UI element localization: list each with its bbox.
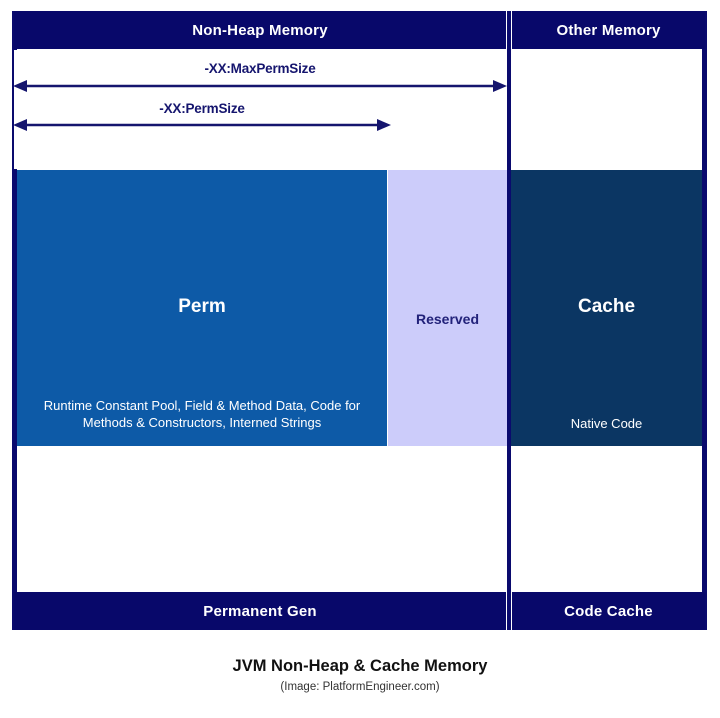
block-reserved-title: Reserved — [415, 311, 480, 327]
header-non-heap-memory: Non-Heap Memory — [14, 11, 506, 49]
header-non-heap-memory-label: Non-Heap Memory — [192, 21, 328, 39]
frame-left-rule — [12, 11, 17, 630]
block-reserved: Reserved — [388, 170, 507, 446]
block-cache-title: Cache — [577, 296, 636, 317]
footer-code-cache: Code Cache — [512, 592, 705, 630]
flag-permsize-arrow — [13, 119, 391, 131]
footer-code-cache-label: Code Cache — [564, 602, 653, 620]
flag-permsize-label: -XX:PermSize — [159, 101, 245, 116]
block-cache-subtitle: Native Code — [570, 416, 643, 431]
flag-maxpermsize-arrow — [13, 80, 507, 92]
block-perm-subtitle: Runtime Constant Pool, Field & Method Da… — [43, 398, 361, 430]
block-cache: Cache Native Code — [511, 170, 702, 446]
header-other-memory: Other Memory — [512, 11, 705, 49]
diagram-caption-credit: (Image: PlatformEngineer.com) — [280, 681, 440, 693]
footer-permanent-gen: Permanent Gen — [14, 592, 506, 630]
footer-permanent-gen-label: Permanent Gen — [203, 602, 317, 620]
flags-region: -XX:MaxPermSize -XX:PermSize — [13, 50, 507, 169]
lower-white-left — [17, 446, 507, 592]
block-perm-title: Perm — [178, 296, 226, 317]
frame-middle-rule — [507, 11, 511, 630]
header-other-memory-label: Other Memory — [556, 21, 661, 39]
frame-right-rule — [702, 11, 707, 630]
diagram-caption-title: JVM Non-Heap & Cache Memory — [232, 657, 488, 675]
block-perm: Perm Runtime Constant Pool, Field & Meth… — [17, 170, 387, 446]
lower-white-right — [511, 446, 702, 592]
flag-maxpermsize-label: -XX:MaxPermSize — [204, 61, 316, 76]
